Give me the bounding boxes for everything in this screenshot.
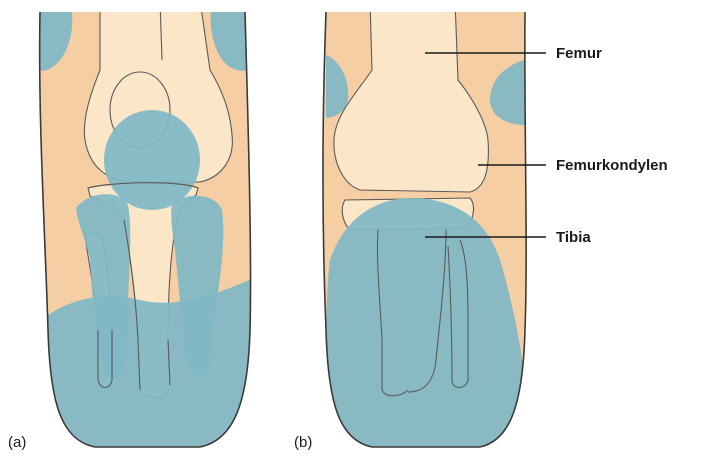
stump-a: [0, 0, 300, 459]
panel-label-a: (a): [8, 434, 26, 451]
tibia-label: Tibia: [556, 229, 591, 246]
femur-label: Femur: [556, 45, 602, 62]
stump-b: [300, 0, 560, 459]
femurkondylen-label: Femurkondylen: [556, 157, 668, 174]
panel-label-b: (b): [294, 434, 312, 451]
